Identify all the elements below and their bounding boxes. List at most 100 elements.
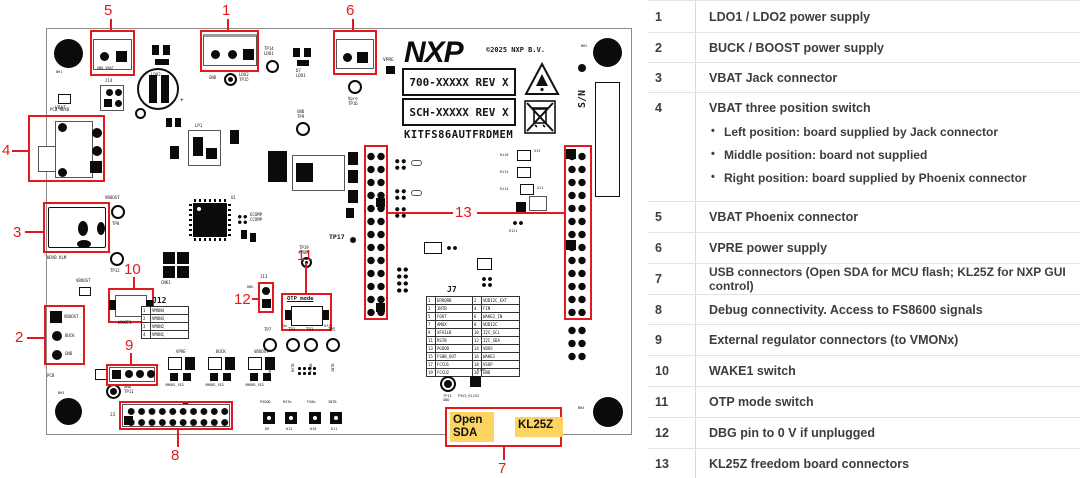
passive [163,45,170,55]
test-point [326,338,340,352]
jumper-pads [297,366,317,376]
legend-num: 9 [655,333,662,347]
callout-num-6: 6 [346,2,355,19]
kl25z-label: KL25Z [515,417,563,437]
bulk-capacitor [137,68,179,110]
j2-pins [126,406,230,426]
leader-3 [25,231,43,233]
pad [92,146,102,156]
pad [116,51,127,62]
pcb-label: PCB [47,373,55,378]
legend-text: Debug connectivity. Access to FS8600 sig… [695,295,1080,324]
leader-13-right [477,212,564,214]
bh3-label: BH3 [58,391,65,395]
rev-box-2: SCH-XXXXX REV X [402,98,516,126]
reg-group-buck: BUCK VMON2_SE2 [205,349,244,390]
leader-11 [305,263,307,293]
reg-comp [265,357,275,370]
tp-label: TP7 [264,327,272,332]
callout-num-8: 8 [171,447,180,464]
otp-on-label: On [283,324,288,328]
legend-num: 4 [655,101,662,115]
leader-2 [27,337,44,339]
rev-box-1: 700-XXXXX REV X [402,68,516,96]
pad [376,303,385,312]
jumper-oval [411,190,422,196]
callout-box-3 [43,202,110,253]
legend-text: LDO1 / LDO2 power supply [695,1,1080,32]
legend-text: External regulator connectors (to VMONx) [695,325,1080,355]
vboost-tp8-label: VBOOST [105,195,120,200]
legend-row-4-bullets: Left position: board supplied by Jack co… [711,125,1080,185]
vpre-connector [336,39,374,69]
passive [297,60,309,66]
passive [155,59,169,65]
led-body [263,412,275,424]
lp1-pad [193,137,203,156]
reg-comp [185,357,195,370]
led-name: FS0b [307,400,316,404]
callout-box-9 [106,364,158,386]
test-point-tp16 [348,80,362,94]
test-point-tp12 [110,252,124,266]
legend-num: 5 [655,210,662,224]
pads [446,245,458,251]
pad [58,168,67,177]
reg-pad [210,373,218,381]
u1-pins-bottom [194,238,226,241]
callout-box-13-right [564,145,592,320]
kl25z-header-left-pins [366,150,386,316]
pcb-board: BH1 BH2 BH3 BH4 NXP ©2025 NXP B.V. 700-X… [2,2,632,477]
leader-5 [110,19,112,30]
dbg-label: DBG [247,285,254,289]
u1-pins-top [194,199,226,202]
tp-signal: RSTB [291,363,295,372]
fiducial-dot [578,64,586,72]
cnk1-label: CNK1 [161,280,171,285]
esd-warning-icon [524,62,560,95]
tp12-label: TP12 [110,268,120,273]
led-ref: D12 [286,427,293,431]
legend-row-3: 3 VBAT Jack connector [648,62,1080,92]
passive [348,190,358,203]
weee-bin-icon [524,100,556,134]
r121-pads [512,220,524,226]
pad [50,311,62,323]
lpw-core [296,163,313,182]
legend-num: 10 [655,364,669,378]
otp-off-label: Off [324,324,331,328]
callout-num-13: 13 [455,204,472,221]
pad [357,52,368,63]
ic-small [477,258,492,270]
j7-label: J7 [447,285,457,294]
pad [323,310,329,320]
pin-grid-2x4 [396,266,409,293]
otp-title: OTP mode [287,296,314,302]
j12-label: J12 [152,296,167,305]
legend-row-7: 7 USB connectors (Open SDA for MCU flash… [648,263,1080,294]
tp15-label: LDO2 TP15 [239,72,249,82]
r121-label: R121 [509,229,518,233]
callout-box-12 [258,282,274,313]
pad [262,287,270,295]
cnk-pad [177,252,189,264]
legend-row-11: 11 OTP mode switch [648,386,1080,417]
callout-box-2 [44,305,85,365]
callout-num-3: 3 [13,224,22,241]
pin-gnd-label: GND [65,351,73,356]
nxp-logo: NXP [404,36,464,69]
callout-num-2: 2 [15,329,24,346]
callout-box-13-left [364,145,388,320]
reg-pad [250,373,258,381]
gnd-tp9-label: GND TP9 [297,109,305,119]
pin-vboost-label: VBOOST [64,314,79,319]
pad [52,331,62,341]
pad [115,100,122,107]
cnk-pad [177,266,189,278]
cnk-pad [163,252,175,264]
pad [124,416,133,425]
r166-label: R166 [477,368,486,372]
tp19-label: TP19 AMUX [299,245,309,255]
callout-box-5 [90,30,135,76]
